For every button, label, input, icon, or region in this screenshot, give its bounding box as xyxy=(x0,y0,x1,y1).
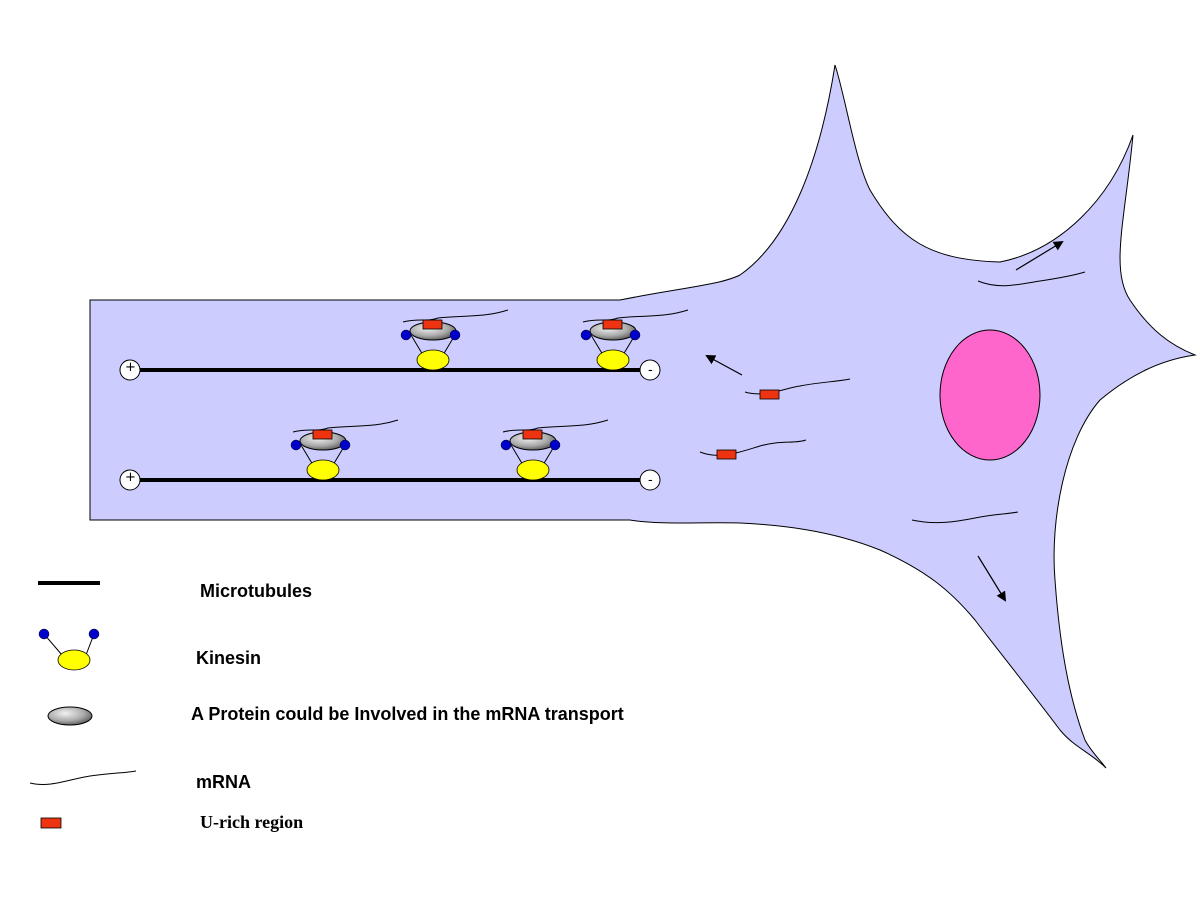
minus-end-label: - xyxy=(648,363,653,378)
legend: Microtubules Kinesin A Protein could be … xyxy=(29,581,624,832)
legend-kinesin-icon xyxy=(38,628,100,671)
u-rich-box-icon xyxy=(312,429,333,440)
transport-complex xyxy=(580,309,689,371)
arrow-icon xyxy=(705,355,743,376)
legend-protein-label: A Protein could be Involved in the mRNA … xyxy=(191,704,624,724)
microtubule-top: + - xyxy=(119,359,661,381)
u-rich-box-icon xyxy=(602,319,623,330)
kinesin-head-icon xyxy=(339,439,351,451)
legend-u-rich-icon xyxy=(40,817,62,829)
legend-protein-icon xyxy=(47,706,93,726)
kinesin-motor-icon xyxy=(306,459,340,481)
transport-complex xyxy=(290,419,399,481)
minus-end-label: - xyxy=(648,473,653,488)
u-rich-box-icon xyxy=(716,449,737,460)
mrna-strand-icon xyxy=(977,271,1086,287)
mrna-strand-icon xyxy=(582,309,689,323)
plus-end-label: + xyxy=(125,470,136,485)
kinesin-head-icon xyxy=(629,329,641,341)
legend-mrna-icon xyxy=(29,770,137,785)
kinesin-motor-icon xyxy=(416,349,450,371)
arrow-icon xyxy=(1015,240,1064,271)
free-mrna xyxy=(699,439,807,460)
kinesin-motor-icon xyxy=(596,349,630,371)
kinesin-motor-icon xyxy=(516,459,550,481)
free-mrna xyxy=(744,378,851,400)
mrna-strand-icon xyxy=(502,419,609,433)
plus-end-label: + xyxy=(125,360,136,375)
kinesin-head-icon xyxy=(290,439,302,451)
minus-end-marker-icon xyxy=(639,469,661,491)
mrna-strand-icon xyxy=(911,511,1019,524)
microtubule-bottom: + - xyxy=(119,469,661,491)
legend-kinesin-label: Kinesin xyxy=(196,648,261,668)
kinesin-head-icon xyxy=(549,439,561,451)
u-rich-box-icon xyxy=(422,319,443,330)
kinesin-head-icon xyxy=(500,439,512,451)
transport-complex xyxy=(500,419,609,481)
arrow-icon xyxy=(977,555,1007,602)
mrna-strand-icon xyxy=(292,419,399,433)
kinesin-head-icon xyxy=(400,329,412,341)
nucleus xyxy=(939,329,1041,461)
legend-mrna-label: mRNA xyxy=(196,772,251,792)
legend-u-rich-label: U-rich region xyxy=(200,812,303,832)
mrna-strand-icon xyxy=(402,309,509,323)
kinesin-head-icon xyxy=(449,329,461,341)
legend-microtubules-label: Microtubules xyxy=(200,581,312,601)
minus-end-marker-icon xyxy=(639,359,661,381)
cell-body-outline xyxy=(89,64,1197,769)
kinesin-head-icon xyxy=(580,329,592,341)
u-rich-box-icon xyxy=(759,389,780,400)
transport-complex xyxy=(400,309,509,371)
plus-end-marker-icon xyxy=(119,359,141,381)
plus-end-marker-icon xyxy=(119,469,141,491)
u-rich-box-icon xyxy=(522,429,543,440)
